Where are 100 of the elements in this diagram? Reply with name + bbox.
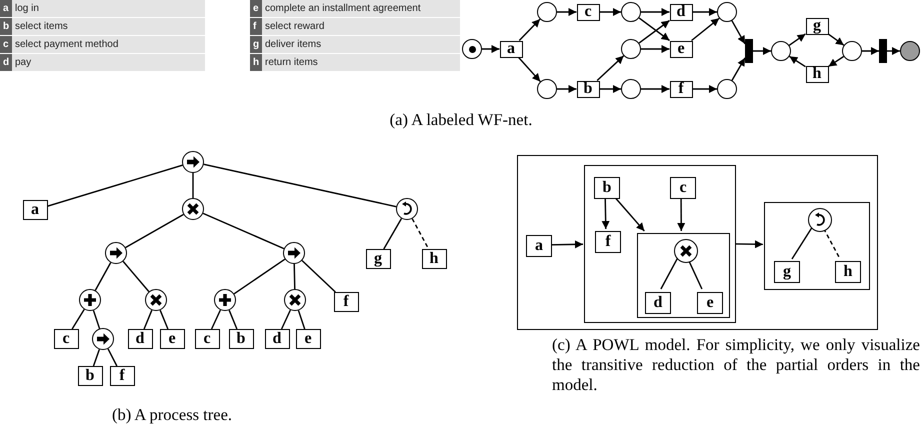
place-circle <box>717 2 737 22</box>
activity-box: c <box>54 329 78 349</box>
activity-box: b <box>228 329 254 349</box>
activity-box: f <box>595 231 621 253</box>
arrow <box>692 85 717 93</box>
connector-line <box>107 348 118 366</box>
connector-line <box>143 310 152 330</box>
activity-box: b <box>594 177 620 199</box>
connector-line <box>823 228 841 260</box>
arrow <box>788 33 806 46</box>
key-letter: a <box>0 0 12 17</box>
activity-box: c <box>576 4 600 20</box>
operator-circle <box>674 239 698 263</box>
activity-box: f <box>110 366 134 386</box>
arrow <box>828 34 844 46</box>
activity-box: d <box>645 292 671 314</box>
arrow <box>600 8 621 16</box>
place-circle <box>717 79 737 99</box>
arrow <box>557 85 576 93</box>
arrow <box>614 196 645 232</box>
place-circle <box>621 39 641 59</box>
arrow <box>692 8 717 16</box>
connector-line <box>791 228 812 260</box>
block-frame <box>584 165 736 323</box>
activity-box: d <box>264 329 290 349</box>
activity-box: g <box>806 18 828 34</box>
figure-caption: (b) A process tree. <box>110 405 234 426</box>
connector-line <box>92 349 100 366</box>
activity-box: e <box>670 40 692 58</box>
arrow <box>602 196 610 230</box>
connector-line <box>383 218 402 250</box>
connector-line <box>302 260 336 293</box>
activity-box: e <box>697 292 723 314</box>
arrow <box>789 56 806 68</box>
activity-box: b <box>78 366 102 386</box>
key-letter: g <box>250 36 262 53</box>
arrow <box>753 47 771 55</box>
arrow <box>641 8 670 16</box>
arrow <box>557 8 576 16</box>
transition-bar <box>745 39 753 63</box>
connector-line <box>72 309 85 330</box>
figure-caption: (c) A POWL model. For simplicity, we only visualize the transitive reduction of the partial orders in the model. <box>552 335 920 396</box>
key-letter: d <box>0 54 12 71</box>
transition-bar <box>879 39 887 63</box>
arrow <box>518 18 541 41</box>
key-letter: e <box>250 0 262 17</box>
activity-name: complete an installment agreement <box>262 0 460 17</box>
connector-line <box>202 212 284 250</box>
activity-box: f <box>670 80 692 98</box>
activity-box: a <box>22 200 48 220</box>
connector-line <box>204 164 396 208</box>
arrow <box>691 18 720 42</box>
key-letter: f <box>250 18 262 35</box>
place-circle <box>621 79 641 99</box>
connector-line <box>280 310 292 330</box>
arrow <box>641 85 670 93</box>
arrow <box>641 45 670 53</box>
arrow <box>677 197 686 231</box>
connector-line <box>94 262 112 291</box>
key-letter: b <box>0 18 12 35</box>
activity-name: select payment method <box>12 36 205 53</box>
place-circle <box>842 41 862 61</box>
connector-line <box>92 310 100 329</box>
connector-line <box>210 310 222 330</box>
arrow <box>596 55 624 82</box>
arrow <box>887 47 900 55</box>
place-circle <box>771 41 791 61</box>
connector-line <box>192 173 194 198</box>
activity-box: d <box>128 329 152 349</box>
activity-name: pay <box>12 54 205 71</box>
activity-box: h <box>806 66 828 82</box>
connector-line <box>122 260 150 292</box>
activity-box: e <box>160 329 184 349</box>
arrow <box>550 240 584 248</box>
activity-box: g <box>774 261 800 283</box>
block-frame <box>517 155 878 330</box>
activity-box: f <box>334 292 358 312</box>
activity-box: c <box>670 177 696 199</box>
connector-line <box>298 310 306 330</box>
activity-box: a <box>500 40 522 58</box>
activity-name: return items <box>262 54 460 71</box>
activity-name: log in <box>12 0 205 17</box>
place-circle <box>537 79 557 99</box>
arrow <box>600 85 621 93</box>
connector-line <box>228 310 238 330</box>
activity-box: c <box>194 329 220 349</box>
connector-line <box>660 258 678 290</box>
arrow <box>731 58 746 81</box>
key-letter: c <box>0 36 12 53</box>
arrow <box>862 47 879 55</box>
operator-circle <box>808 208 832 232</box>
key-letter: h <box>250 54 262 71</box>
place-circle <box>900 41 920 61</box>
figure-caption: (a) A labeled WF-net. <box>388 110 534 130</box>
activity-name: select reward <box>262 18 460 35</box>
arrow <box>828 56 844 68</box>
connector-line <box>234 258 286 294</box>
activity-box: h <box>835 261 861 283</box>
block-frame <box>764 202 870 290</box>
place-circle <box>537 2 557 22</box>
